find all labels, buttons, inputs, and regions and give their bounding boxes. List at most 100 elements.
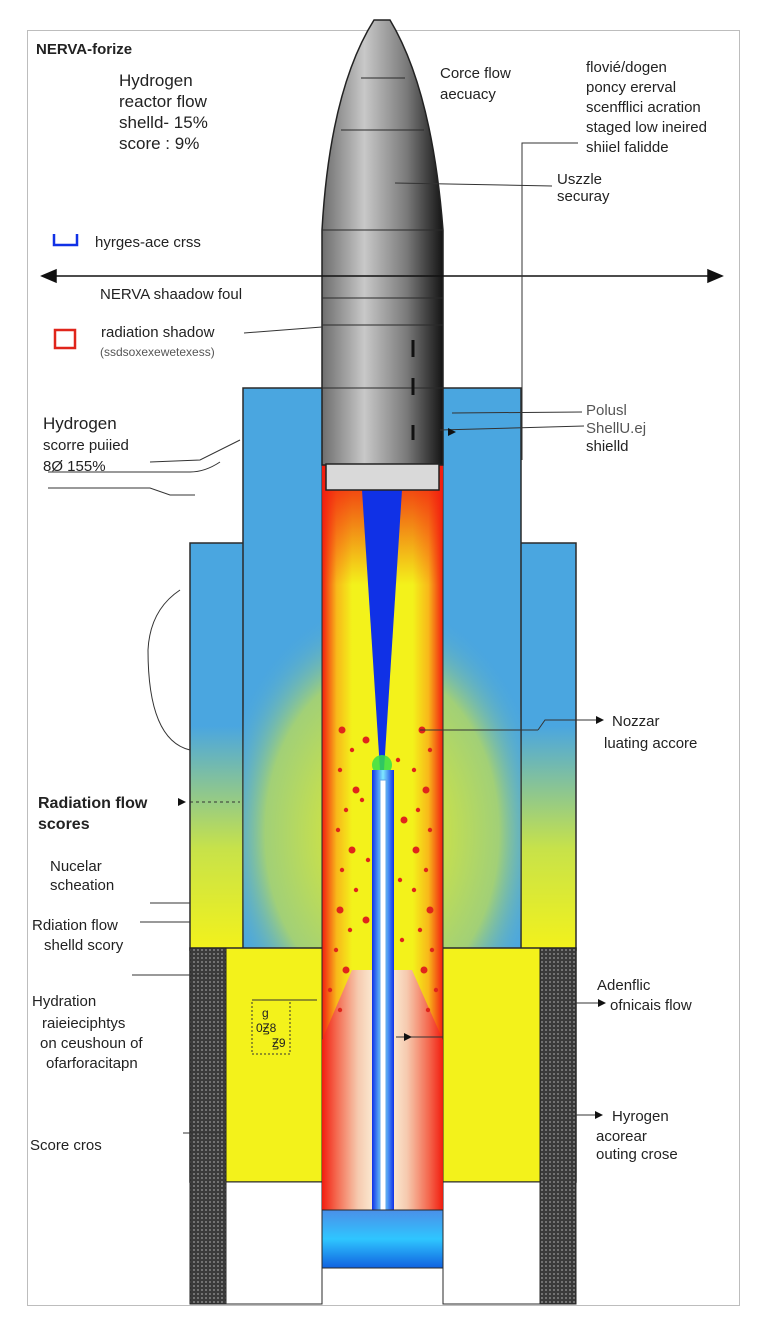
- radiation-particle: [327, 987, 333, 993]
- nozzar-line1: Nozzar: [612, 713, 660, 730]
- radiation-particle: [399, 937, 405, 943]
- hydration-line2: raieieciphtys: [42, 1015, 126, 1032]
- cone-base-ring: [325, 463, 440, 491]
- radiation-flow-line1: Radiation flow: [38, 795, 148, 812]
- stats-line2: reactor flow: [119, 92, 207, 111]
- score-cros-label: Score cros: [30, 1137, 102, 1154]
- red-square-icon: [53, 328, 77, 350]
- hydrogen-block-line1: Hydrogen: [43, 414, 117, 433]
- radiation-particle: [417, 927, 423, 933]
- radiation-particle: [397, 877, 403, 883]
- inner-box-line3: Ꙃ9: [272, 1036, 286, 1050]
- right-lower-leg: [442, 1181, 541, 1305]
- hydrogen-flow-cone: [362, 490, 402, 770]
- radiation-particle: [365, 857, 371, 863]
- hydrogen-block-line3: 8Ø 155%: [43, 458, 106, 475]
- radiation-particle: [411, 767, 417, 773]
- hyrogen-line1: Hyrogen: [612, 1108, 669, 1125]
- radiation-particle: [426, 906, 434, 914]
- rocket-cone: [321, 19, 444, 466]
- radiation-particle: [412, 846, 420, 854]
- radiation-flow-line2: scores: [38, 816, 90, 833]
- polusl-line1: Polusl: [586, 402, 627, 419]
- leader-arrowheads: [178, 428, 606, 1119]
- radiation-particle: [342, 966, 350, 974]
- legend-label-red: radiation shadow: [101, 324, 215, 341]
- hyrogen-line2: acorear: [596, 1128, 647, 1145]
- diagram-title: NERVA-forize: [36, 41, 133, 58]
- radiation-particle: [347, 927, 353, 933]
- radiation-particle: [425, 1007, 431, 1013]
- radiation-particle: [423, 867, 429, 873]
- nucelar-line2: scheation: [50, 877, 115, 894]
- radiation-particle: [337, 767, 343, 773]
- radiation-particle: [422, 786, 430, 794]
- legend-sub-red: (ssdsoxexewetexess): [100, 345, 215, 359]
- flovie-line5: shiiel falidde: [586, 139, 669, 156]
- adenfic-line1: Adenflic: [597, 977, 651, 994]
- uszzle-line2: securay: [557, 188, 610, 205]
- radiation-particle: [352, 786, 360, 794]
- stats-line4: score : 9%: [119, 134, 200, 153]
- right-casing: [539, 947, 577, 1305]
- legend-label-blue: hyrges-ace crss: [95, 234, 201, 251]
- corce-line1: Corce flow: [440, 65, 511, 82]
- hydration-line1: Hydration: [32, 993, 97, 1010]
- radiation-particle: [353, 887, 359, 893]
- radiation-particle: [339, 867, 345, 873]
- radiation-particle: [362, 736, 370, 744]
- stats-line3: shelld- 15%: [119, 113, 208, 132]
- left-lower-leg: [225, 1181, 323, 1305]
- radiation-particle: [333, 947, 339, 953]
- radiation-particle: [395, 757, 401, 763]
- hydration-line3: on ceushoun of: [40, 1035, 143, 1052]
- inner-box-line1: g: [262, 1006, 269, 1020]
- radiation-particle: [427, 827, 433, 833]
- hydrogen-block-line2: scorre puiied: [43, 437, 129, 454]
- radiation-particle: [348, 846, 356, 854]
- nucelar-line1: Nucelar: [50, 858, 102, 875]
- polusl-line3: shielld: [586, 438, 629, 455]
- radiation-particle: [427, 747, 433, 753]
- radiation-particles: [327, 726, 439, 1013]
- nozzar-line2: luating accore: [604, 735, 698, 752]
- cone-segment-lines: [322, 77, 443, 389]
- stats-line1: Hydrogen: [119, 71, 193, 90]
- radiation-particle: [415, 807, 421, 813]
- radiation-particle: [400, 816, 408, 824]
- nozzle-exit: [321, 1209, 444, 1269]
- flovie-line3: scenfflici acration: [586, 99, 701, 116]
- beam-core: [379, 779, 387, 1233]
- radiation-particle: [335, 827, 341, 833]
- radiation-particle: [336, 906, 344, 914]
- blue-square-icon: [52, 234, 79, 247]
- uszzle-line1: Uszzle: [557, 171, 603, 188]
- hyrogen-line3: outing crose: [596, 1146, 678, 1163]
- radiation-particle: [420, 966, 428, 974]
- radiation-particle: [429, 947, 435, 953]
- radiation-particle: [433, 987, 439, 993]
- flovie-line4: staged low ineired: [586, 119, 707, 136]
- flovie-line2: poncy ererval: [586, 79, 677, 96]
- inner-box-line2: 0Ꙃ8: [256, 1021, 277, 1035]
- hydration-line4: ofarforacitapn: [46, 1055, 138, 1072]
- radiation-particle: [362, 916, 370, 924]
- rdiation-line1: Rdiation flow: [32, 917, 118, 934]
- radiation-particle: [359, 797, 365, 803]
- inner-annotation-box: [251, 999, 291, 1055]
- rdiation-line2: shelld scory: [44, 937, 124, 954]
- axis-label: NERVA shaadow foul: [100, 286, 243, 303]
- flovie-line1: flovié/dogen: [586, 59, 667, 76]
- polusl-line2: ShellU.ej: [586, 420, 647, 437]
- radiation-particle: [343, 807, 349, 813]
- radiation-particle: [411, 887, 417, 893]
- adenfic-line2: ofnicais flow: [610, 997, 692, 1014]
- corce-line2: aecuacy: [440, 86, 496, 103]
- left-casing: [189, 947, 227, 1305]
- radiation-particle: [349, 747, 355, 753]
- leader-lines: [48, 142, 600, 1134]
- radiation-particle: [338, 726, 346, 734]
- radiation-particle: [337, 1007, 343, 1013]
- horizontal-axis: [40, 268, 724, 284]
